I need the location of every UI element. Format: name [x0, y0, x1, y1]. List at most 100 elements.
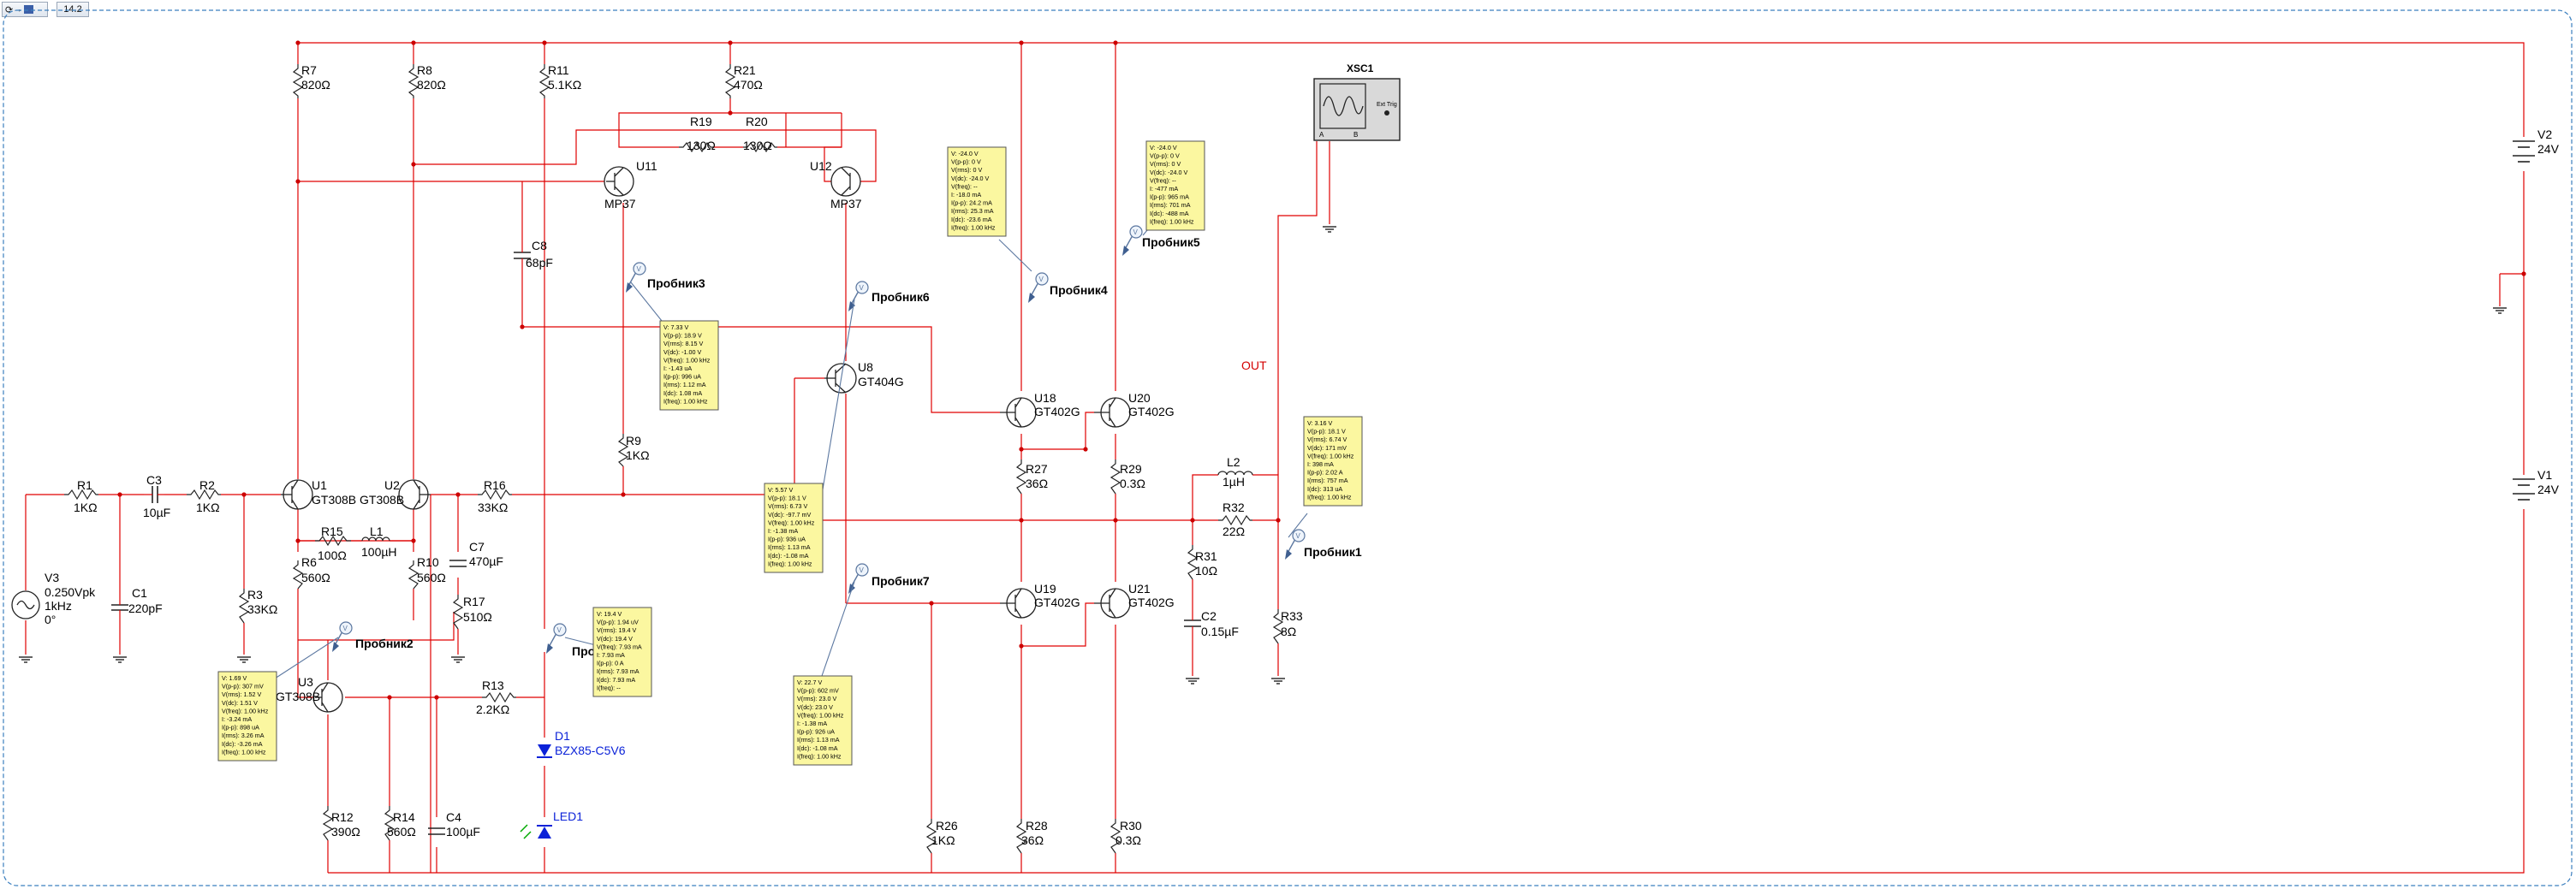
probe4-name: Пробник4: [1050, 283, 1108, 297]
svg-text:B: B: [1353, 131, 1358, 139]
probe-readout-line: I(dc): -23.6 mA: [951, 216, 992, 223]
probe-readout-line: I(dc): -1.08 mA: [768, 552, 809, 560]
probe-readout-line: V(dc): -1.00 V: [663, 348, 702, 356]
c8-ref: C8: [532, 239, 547, 252]
u12-model: MP37: [830, 197, 862, 210]
u19-model: GT402G: [1034, 596, 1080, 609]
r8-value: 820Ω: [417, 78, 446, 92]
r9-ref: R9: [626, 434, 641, 447]
r30-ref: R30: [1120, 819, 1142, 833]
probe-readout-line: I(p-p): 0 A: [597, 660, 624, 667]
c8-value: 68pF: [526, 256, 553, 270]
probe-readout-box: [947, 146, 1007, 237]
u19-ref: U19: [1034, 582, 1056, 596]
probe-readout-line: I(rms): 757 mA: [1307, 477, 1348, 484]
r2-value: 1KΩ: [196, 501, 220, 514]
probe-readout-line: I(freq): --: [597, 684, 622, 691]
r12-ref: R12: [331, 810, 354, 824]
probe-readout-line: V(freq): 1.00 kHz: [663, 356, 711, 364]
r19-ref: R19: [690, 115, 712, 128]
r30-value: 0.3Ω: [1115, 833, 1141, 847]
probe-readout-line: V(p-p): 1.94 uV: [597, 619, 639, 626]
r15-ref: R15: [321, 525, 343, 538]
c3-value: 10µF: [143, 506, 170, 519]
out-net-label: OUT: [1241, 359, 1267, 372]
wires: [25, 42, 2525, 874]
r26-ref: R26: [936, 819, 958, 833]
probe-readout-line: I(p-p): 926 uA: [797, 728, 835, 736]
probe-readout-line: V(dc): 171 mV: [1307, 444, 1347, 452]
r28-value: 36Ω: [1021, 833, 1044, 847]
probe-readout-line: V(p-p): 0 V: [1150, 152, 1180, 160]
xsc1-ext-trig: Ext Trig: [1377, 102, 1397, 108]
probe1-name: Пробник1: [1304, 545, 1362, 559]
probe-readout-line: V(freq): 1.00 kHz: [222, 707, 269, 714]
probe-readout-line: I(p-p): 965 mA: [1150, 193, 1189, 201]
u12-ref: U12: [810, 159, 832, 173]
u11-model: MP37: [604, 197, 636, 210]
probe-readout-line: V(rms): 0 V: [951, 166, 983, 174]
arrow-right-icon: →: [13, 4, 23, 15]
probe-readout-line: V(freq): 1.00 kHz: [797, 711, 844, 719]
c2-ref: C2: [1201, 609, 1217, 623]
v3-frequency: 1kHz: [45, 599, 72, 613]
probe-readout-line: I: -1.43 uA: [663, 364, 692, 372]
r9-value: 1KΩ: [626, 448, 650, 462]
r6-ref: R6: [301, 555, 317, 569]
probe-readout-line: I(dc): -3.26 mA: [222, 740, 263, 748]
probe-readout-line: V(rms): 8.15 V: [663, 340, 704, 347]
probe-readout-line: V(dc): -97.7 mV: [768, 511, 812, 519]
probe-readout-line: V(rms): 6.74 V: [1307, 436, 1347, 443]
transistor-symbols: [281, 166, 1131, 713]
probe-readout-line: I: 398 mA: [1307, 460, 1334, 468]
u20-model: GT402G: [1128, 405, 1175, 418]
v1-value: 24V: [2537, 483, 2560, 496]
probe-readout-line: I(rms): 7.93 mA: [597, 667, 640, 675]
probe-readout-box: [1303, 416, 1363, 507]
v3-amplitude: 0.250Vpk: [45, 585, 96, 599]
l2-value: 1µH: [1223, 475, 1245, 489]
u1-ref: U1: [312, 478, 327, 492]
r32-value: 22Ω: [1223, 525, 1245, 538]
r20-ref: R20: [746, 115, 768, 128]
u18-model: GT402G: [1034, 405, 1080, 418]
u2-ref: U2: [384, 478, 400, 492]
probe-readout-line: V: -24.0 V: [951, 150, 979, 157]
r13-ref: R13: [482, 679, 504, 692]
probe-readout-line: I(p-p): 996 uA: [663, 373, 701, 381]
r16-value: 33KΩ: [478, 501, 508, 514]
probe-readout-line: V: 1.69 V: [222, 674, 247, 682]
probe-readout-line: V(dc): -24.0 V: [951, 175, 990, 182]
svg-text:A: A: [1319, 131, 1324, 139]
probe-readout-line: I(freq): 1.00 kHz: [222, 748, 266, 756]
probe-readout-line: I(p-p): 936 uA: [768, 536, 806, 543]
u1-model: GT308B: [312, 493, 356, 507]
probe-arrows: [331, 225, 1306, 655]
tab-version-label: 14.2: [63, 4, 82, 15]
probe-readout-line: V(rms): 6.73 V: [768, 502, 808, 510]
probe-readout-line: V(freq): 1.00 kHz: [1307, 452, 1354, 459]
tab-version[interactable]: 14.2: [57, 2, 89, 17]
tab-toolbar-icons[interactable]: ⟳ →: [2, 2, 48, 17]
r16-ref: R16: [484, 478, 506, 492]
probe-readout-line: I(rms): 3.26 mA: [222, 732, 265, 739]
probe-readout-line: V(dc): 23.0 V: [797, 703, 833, 711]
u11-ref: U11: [636, 159, 657, 173]
probe-readout-box: [793, 675, 853, 766]
probe-readout-line: I(freq): 1.00 kHz: [1150, 217, 1194, 225]
probe-readout-line: I(rms): 701 mA: [1150, 201, 1191, 209]
u2-model: GT308B: [360, 493, 404, 507]
u20-ref: U20: [1128, 391, 1151, 405]
r12-value: 390Ω: [331, 825, 360, 839]
u8-ref: U8: [858, 360, 873, 374]
probe-readout-box: [764, 483, 824, 573]
probe-leaders: [271, 196, 1308, 681]
probe-readout-line: I(dc): -1.08 mA: [797, 744, 838, 752]
probe-readout-line: I(rms): 1.12 mA: [663, 381, 706, 388]
r13-value: 2.2KΩ: [476, 702, 509, 716]
r14-value: 560Ω: [387, 825, 416, 839]
r17-ref: R17: [463, 595, 485, 608]
r7-ref: R7: [301, 63, 317, 77]
